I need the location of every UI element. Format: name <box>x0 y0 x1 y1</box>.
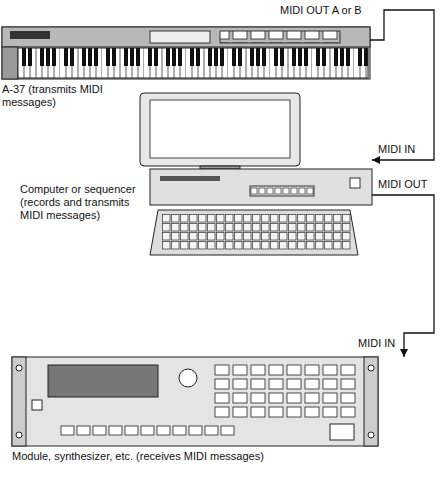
port-label: MIDI OUT A or B <box>278 4 364 17</box>
keyboard-display <box>150 31 210 43</box>
module-display <box>48 365 158 397</box>
port-label: MIDI OUT <box>376 178 430 191</box>
midi-cable <box>370 10 434 160</box>
computer <box>140 93 372 255</box>
computer-case <box>150 169 372 205</box>
device-caption: Module, synthesizer, etc. (receives MIDI… <box>12 450 372 463</box>
keyboard-panel <box>2 27 370 47</box>
device-caption: A-37 (transmits MIDI messages) <box>2 83 142 109</box>
computer-keys <box>162 214 351 250</box>
value-dial <box>330 424 354 440</box>
module-buttons <box>60 425 236 437</box>
device-caption: Computer or sequencer (records and trans… <box>20 183 144 222</box>
disk-slot <box>160 176 220 181</box>
rack-ear <box>12 357 26 446</box>
rack-screw <box>16 365 22 371</box>
port-label: MIDI IN <box>376 143 417 156</box>
module-knob <box>179 369 197 387</box>
rack-screw <box>368 432 374 438</box>
rack-screw <box>368 365 374 371</box>
midi-cable <box>372 195 434 357</box>
rack-ear <box>364 357 378 446</box>
keyboard-body <box>2 27 370 79</box>
device: Computer or sequencer (records and trans… <box>20 93 372 258</box>
module-body <box>12 357 378 446</box>
keyboard-logo <box>10 31 50 39</box>
device: Module, synthesizer, etc. (receives MIDI… <box>10 357 378 465</box>
sound-module <box>12 357 378 446</box>
power-switch <box>350 178 360 188</box>
port-label: MIDI IN <box>356 337 397 350</box>
drive-bay <box>250 186 314 196</box>
keyboard-keys <box>18 48 368 78</box>
device: A-37 (transmits MIDI messages) <box>2 27 370 111</box>
keyboard-buttons <box>220 31 340 43</box>
rack-screw <box>16 432 22 438</box>
keyboard-wheels <box>2 47 18 79</box>
monitor <box>140 93 300 166</box>
computer-keyboard <box>150 210 358 255</box>
module-buttons <box>214 364 358 420</box>
monitor-screen <box>150 100 290 158</box>
power-button <box>32 400 42 410</box>
keyboard-controller <box>2 27 370 79</box>
